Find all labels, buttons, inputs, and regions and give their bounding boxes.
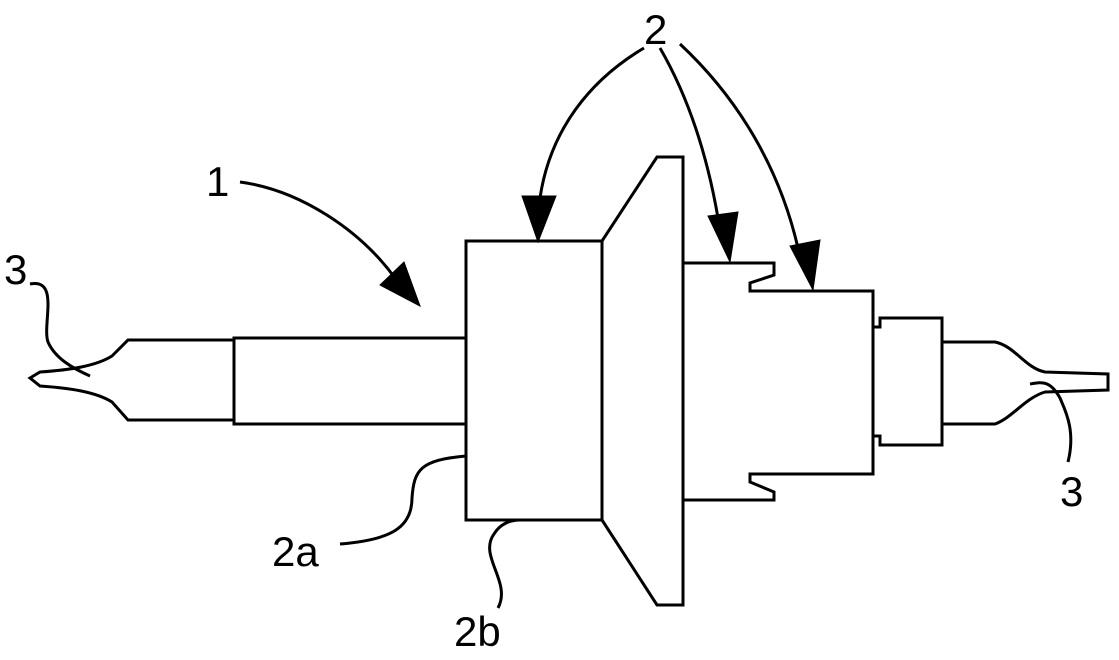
arrow-2-middle-head <box>708 212 738 262</box>
label-3-left: 3 <box>4 246 27 293</box>
arrow-1-line <box>240 182 395 278</box>
label-1: 1 <box>206 158 229 205</box>
left-sleeve <box>234 338 468 424</box>
notched-body <box>683 263 873 500</box>
leader-2a <box>340 456 466 544</box>
leader-2b <box>490 520 520 608</box>
label-2a: 2a <box>272 528 319 575</box>
label-2: 2 <box>644 6 667 53</box>
label-3-right: 3 <box>1060 468 1083 515</box>
arrow-2-right-line <box>680 44 798 248</box>
label-2b: 2b <box>454 608 501 655</box>
arrow-2-left-line <box>540 48 644 198</box>
flange <box>602 157 683 605</box>
right-tip <box>942 342 1108 424</box>
arrow-2-right-head <box>790 240 820 290</box>
leader-3-left <box>30 283 90 376</box>
connector-block <box>873 318 942 445</box>
arrow-2-left-head <box>522 196 556 242</box>
main-block <box>466 241 602 520</box>
left-tip <box>30 340 236 420</box>
